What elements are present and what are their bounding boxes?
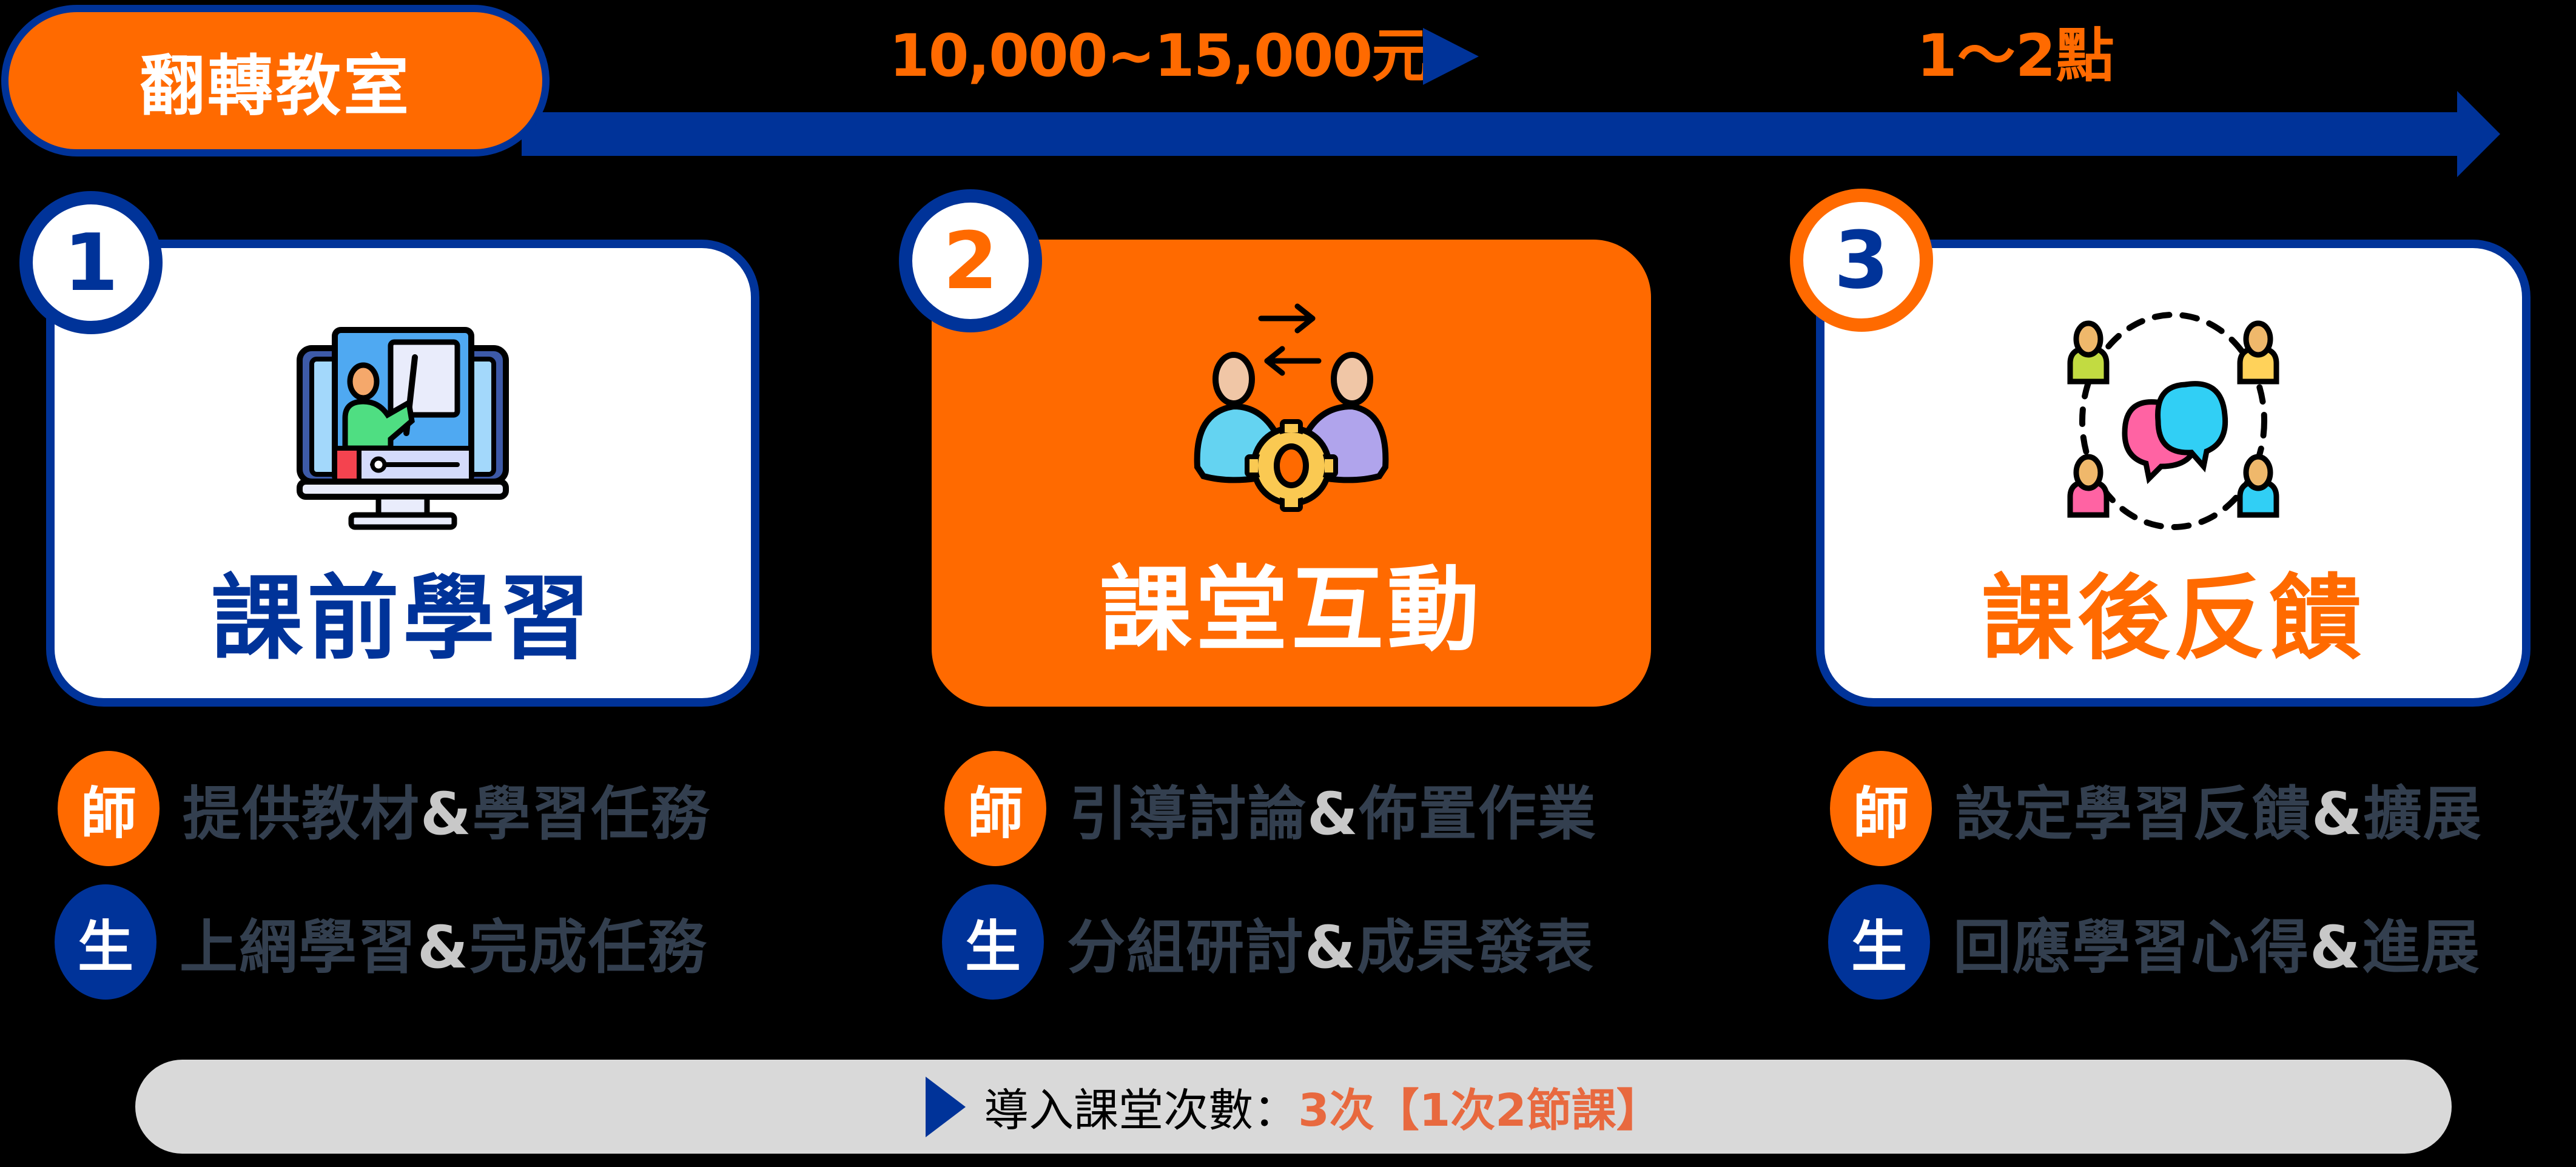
student-badge: 生 [55, 884, 156, 1000]
teacher-task: 引導討論&佈置作業 [1069, 779, 1597, 848]
collaboration-gear-icon [1194, 303, 1389, 512]
group-discussion-icon [2067, 312, 2279, 530]
student-task: 分組研討&成果發表 [1067, 913, 1595, 981]
price-range: 10,000~15,000元 [889, 22, 1430, 90]
title-pill: 翻轉教室 [1, 5, 550, 156]
step-badge-2: 2 [899, 189, 1042, 332]
footer-bar: 導入課堂次數： 3次【1次2節課】 [135, 1060, 2452, 1154]
step-number: 3 [1834, 214, 1889, 306]
step-badge-3: 3 [1790, 189, 1933, 332]
teacher-badge: 師 [58, 751, 160, 866]
card-post-class: 課後反饋 [1816, 240, 2531, 707]
card-title: 課後反饋 [1982, 565, 2365, 672]
footer-value: 3次【1次2節課】 [1298, 1085, 1661, 1137]
teacher-row-1: 師 提供教材&學習任務 [58, 751, 710, 866]
timeline-arrow-shaft [522, 112, 2458, 156]
card-title: 課堂互動 [1100, 556, 1483, 664]
teacher-row-3: 師 設定學習反饋&擴展 [1830, 751, 2483, 866]
step-badge-1: 1 [19, 191, 163, 334]
student-task: 上網學習&完成任務 [180, 913, 707, 981]
card-in-class: 課堂互動 [932, 240, 1651, 707]
student-row-2: 生 分組研討&成果發表 [942, 884, 1595, 1000]
step-number: 1 [63, 217, 119, 309]
play-triangle-icon [1423, 28, 1479, 85]
play-triangle-icon [926, 1076, 966, 1137]
student-task: 回應學習心得&進展 [1953, 913, 2481, 981]
student-row-3: 生 回應學習心得&進展 [1828, 884, 2481, 1000]
title-pill-label: 翻轉教室 [139, 49, 411, 124]
card-title: 課前學習 [211, 565, 594, 672]
student-row-1: 生 上網學習&完成任務 [55, 884, 707, 1000]
footer-label: 導入課堂次數： [984, 1085, 1299, 1137]
card-pre-class: 課前學習 [46, 240, 759, 707]
step-number: 2 [943, 215, 998, 307]
timeline-arrow-head-icon [2457, 91, 2500, 177]
teacher-badge: 師 [1830, 751, 1932, 866]
points-range: 1～2點 [1917, 22, 2114, 90]
teacher-task: 設定學習反饋&擴展 [1955, 779, 2483, 848]
teacher-task: 提供教材&學習任務 [183, 779, 710, 848]
student-badge: 生 [942, 884, 1044, 1000]
online-teaching-monitor-icon [297, 327, 509, 530]
teacher-row-2: 師 引導討論&佈置作業 [944, 751, 1597, 866]
teacher-badge: 師 [944, 751, 1046, 866]
student-badge: 生 [1828, 884, 1930, 1000]
